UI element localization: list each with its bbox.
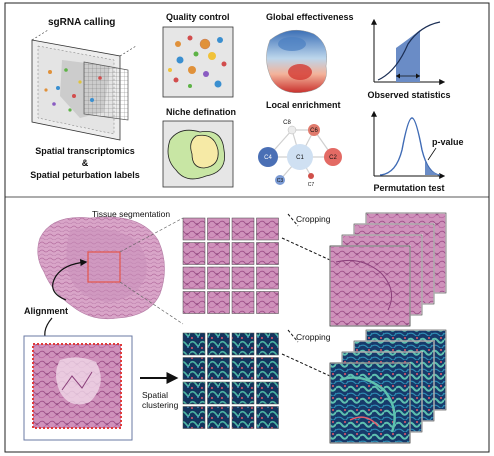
alignment-arrow-up xyxy=(52,258,88,301)
local-enrichment-label: Local enrichment xyxy=(266,100,341,110)
he-tile-grid xyxy=(182,217,279,314)
network-node-c6 xyxy=(308,124,320,136)
node-label-c4: C4 xyxy=(264,155,272,161)
cluster-tile-3-3 xyxy=(256,406,279,429)
he-tile-0-0 xyxy=(182,217,206,241)
niche-definition-label: Niche defination xyxy=(166,107,236,117)
cluster-tile-1-1 xyxy=(207,357,230,380)
quality-control-label: Quality control xyxy=(166,12,230,22)
he-tile-0-2 xyxy=(231,217,255,241)
he-tile-1-0 xyxy=(182,242,206,265)
alignment-label: Alignment xyxy=(24,306,68,316)
he-tile-2-2 xyxy=(231,266,255,290)
network-node-c7 xyxy=(308,173,314,179)
node-label-c1: C1 xyxy=(296,155,304,161)
he-tile-2-1 xyxy=(207,266,230,290)
cropping-top-lines xyxy=(281,213,331,261)
outer-frame xyxy=(4,2,490,453)
cluster-tile-2-2 xyxy=(231,381,255,405)
cluster-stacked-crops xyxy=(329,329,447,444)
p-value-label: p-value xyxy=(432,137,464,147)
node-label-c2: C2 xyxy=(329,155,337,161)
he-tile-3-1 xyxy=(207,291,230,314)
cropping-bottom-lines xyxy=(281,329,331,377)
cluster-tile-3-1 xyxy=(207,406,230,429)
node-label-c7: C7 xyxy=(308,182,315,188)
cluster-tile-grid xyxy=(182,332,279,429)
cluster-tile-3-0 xyxy=(182,406,206,429)
cluster-tile-2-0 xyxy=(182,381,206,405)
roi-zoom-lines xyxy=(119,217,184,325)
cluster-tile-3-2 xyxy=(231,406,255,429)
he-tile-1-2 xyxy=(231,242,255,265)
cluster-tile-0-0 xyxy=(182,332,206,356)
node-label-c8: C8 xyxy=(283,120,291,126)
niche-definition-panel xyxy=(162,120,234,188)
global-effectiveness-label: Global effectiveness xyxy=(266,12,354,22)
he-tile-2-3 xyxy=(256,266,279,290)
cluster-tile-0-1 xyxy=(207,332,230,356)
aligned-spatial-panel xyxy=(23,335,133,441)
quality-control-panel xyxy=(162,26,234,98)
network-node-c8 xyxy=(287,125,297,135)
cluster-tile-0-2 xyxy=(231,332,255,356)
he-tile-0-1 xyxy=(207,217,230,241)
network-node-c2 xyxy=(324,148,342,166)
cluster-tile-0-3 xyxy=(256,332,279,356)
he-tile-1-3 xyxy=(256,242,279,265)
node-label-c3: C3 xyxy=(277,178,284,184)
network-node-c1 xyxy=(287,144,313,170)
spatial-clustering-label-line1: Spatial xyxy=(142,390,168,400)
he-tile-1-1 xyxy=(207,242,230,265)
ampersand-label: & xyxy=(82,158,89,168)
he-stacked-crops xyxy=(329,212,447,327)
he-tile-3-3 xyxy=(256,291,279,314)
observed-statistics-plot xyxy=(371,18,446,85)
network-node-c4 xyxy=(258,147,278,167)
permutation-test-label: Permutation test xyxy=(373,183,444,193)
observed-statistics-label: Observed statistics xyxy=(367,90,450,100)
he-tile-0-3 xyxy=(256,217,279,241)
he-tile-2-0 xyxy=(182,266,206,290)
permutation-test-plot xyxy=(371,110,446,179)
cluster-tile-1-3 xyxy=(256,357,279,380)
global-effectiveness-heatmap xyxy=(266,29,327,93)
node-label-c6: C6 xyxy=(310,128,318,134)
cluster-tile-2-1 xyxy=(207,381,230,405)
spatial-slide-stack-illustration xyxy=(31,29,137,141)
cluster-tile-1-0 xyxy=(182,357,206,380)
sgrna-calling-label: sgRNA calling xyxy=(48,17,115,28)
he-tile-3-0 xyxy=(182,291,206,314)
local-enrichment-network: C8 C6 C4 C1 C2 C3 C7 xyxy=(258,120,342,188)
spatial-perturbation-labels-label: Spatial peturbation labels xyxy=(30,170,140,180)
cropping-top-label: Cropping xyxy=(296,214,331,224)
spatial-transcriptomics-label: Spatial transcriptomics xyxy=(35,146,135,156)
he-tile-3-2 xyxy=(231,291,255,314)
tissue-segmentation-label: Tissue segmentation xyxy=(92,209,170,219)
cluster-tile-1-2 xyxy=(231,357,255,380)
tissue-section-image xyxy=(37,216,165,320)
spatial-clustering-label-line2: clustering xyxy=(142,400,179,410)
roi-box xyxy=(87,251,121,283)
network-node-c3 xyxy=(275,175,285,185)
cluster-tile-2-3 xyxy=(256,381,279,405)
cropping-bottom-label: Cropping xyxy=(296,332,331,342)
